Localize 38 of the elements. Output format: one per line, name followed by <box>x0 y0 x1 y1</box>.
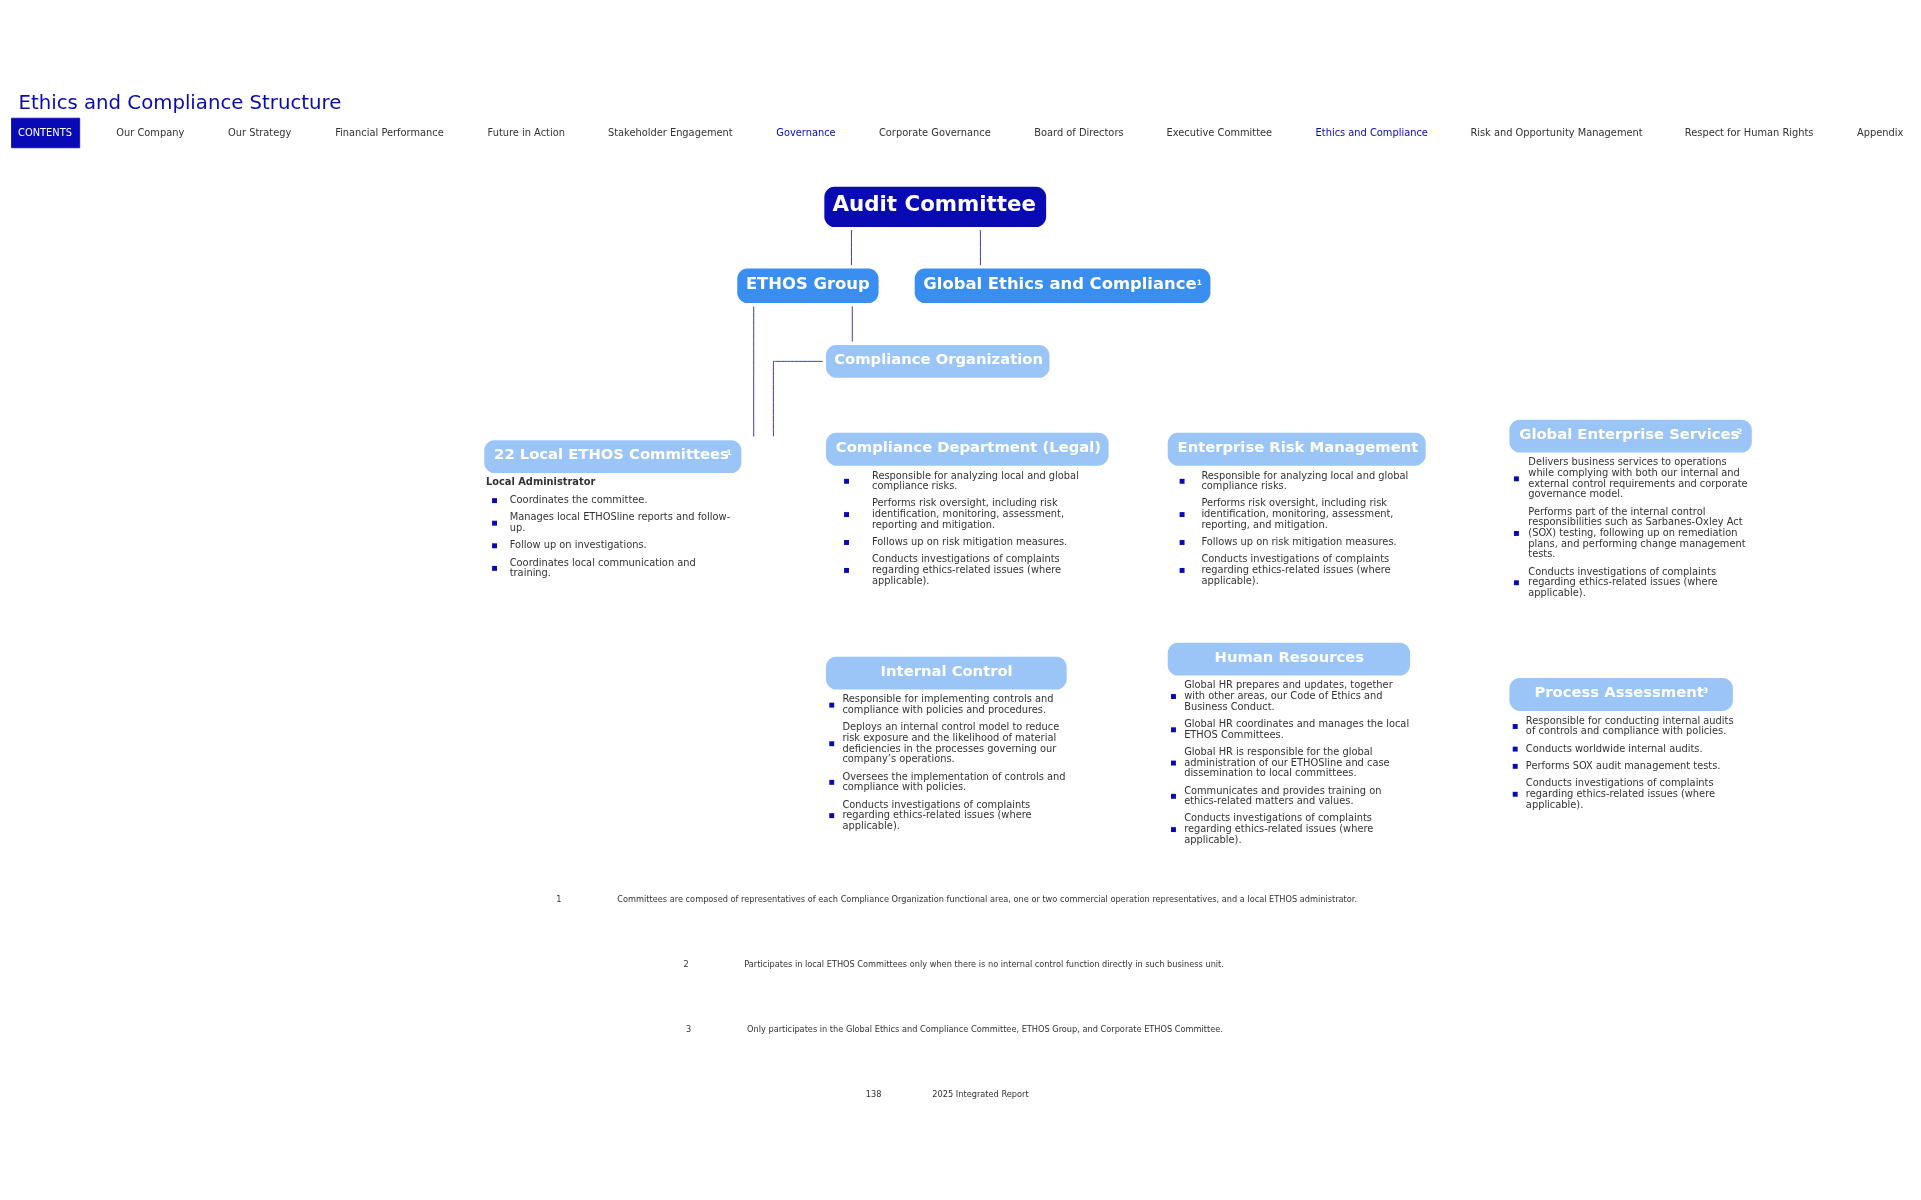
connector <box>979 229 981 266</box>
label: Financial Performance <box>335 126 444 138</box>
label: 138 <box>865 1088 882 1099</box>
label: Board of Directors <box>1034 126 1124 138</box>
label: Governance <box>776 126 836 138</box>
label: Only participates in the Global Ethics and Compliance Committee, ETHOS Group, and Corporate ETHOS Committee. <box>747 1024 1223 1035</box>
label: Our Strategy <box>227 126 292 138</box>
node-box: Audit Committee <box>824 186 1047 228</box>
label: 2025 Integrated Report <box>932 1088 1029 1099</box>
label: Respect for Human Rights <box>1684 126 1814 138</box>
label: Future in Action <box>487 126 565 138</box>
node-label: applicable). <box>1184 833 1242 845</box>
node-label: applicable). <box>1528 586 1586 598</box>
node-label: applicable). <box>842 819 900 831</box>
diagram-title: Ethics and Compliance Structure <box>18 91 342 115</box>
label: 1 <box>556 894 562 905</box>
label: Appendix <box>1856 126 1904 138</box>
node-label: applicable). <box>1525 798 1584 810</box>
node-label: applicable). <box>1201 574 1259 586</box>
label: Committees are composed of representatives of each Compliance Organization functional area, one or two commercial operation representatives, and a local ETHOS administrator. <box>617 894 1358 905</box>
label: Participates in local ETHOS Committees only when there is no internal control function directly in such business unit. <box>744 959 1224 970</box>
label: CONTENTS <box>18 126 72 138</box>
connector <box>753 306 755 437</box>
label: Corporate Governance <box>878 126 991 138</box>
label: Executive Committee <box>1166 126 1273 138</box>
node-box: Global Ethics and Compliance$^{1}$ <box>914 268 1211 304</box>
connector <box>851 305 853 342</box>
node-box: Compliance Organization <box>826 344 1050 378</box>
label: Risk and Opportunity Management <box>1470 126 1643 138</box>
label: Our Company <box>116 126 185 138</box>
connector <box>772 360 824 437</box>
label: 3 <box>685 1024 692 1035</box>
label: Stakeholder Engagement <box>607 126 733 138</box>
node-label: applicable). <box>871 574 930 586</box>
label: Ethics and Compliance <box>1315 126 1428 138</box>
node-box: ETHOS Group <box>737 268 879 304</box>
connector <box>850 229 852 266</box>
label: 2 <box>683 959 689 970</box>
